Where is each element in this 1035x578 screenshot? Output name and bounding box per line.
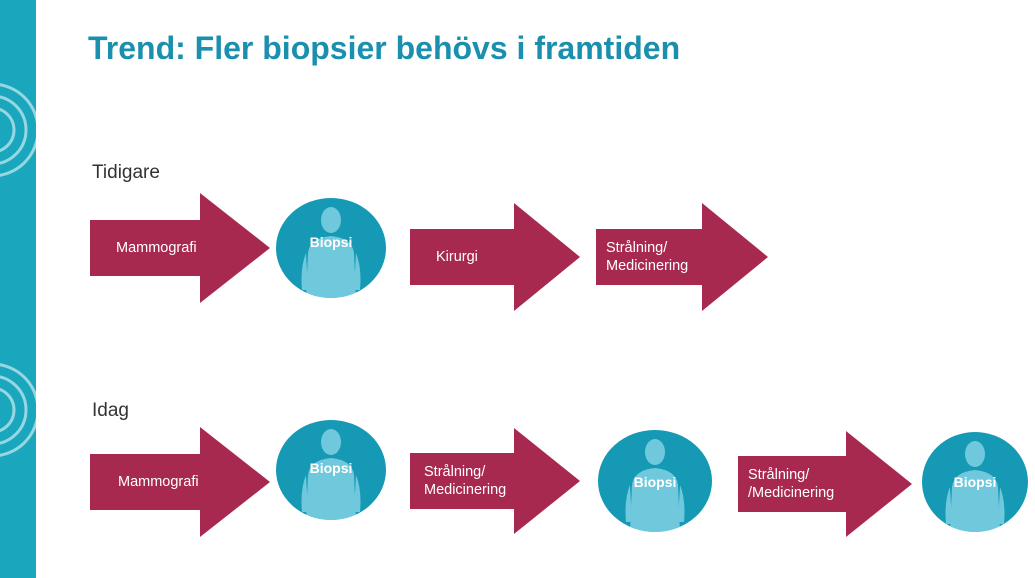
body-figure-icon [301, 429, 361, 520]
biopsi-circle: Biopsi [276, 198, 386, 298]
biopsi-label: Biopsi [309, 234, 353, 250]
biopsi-circle: Biopsi [598, 430, 712, 532]
biopsi-label: Biopsi [953, 474, 997, 490]
biopsi-label: Biopsi [309, 460, 353, 476]
biopsi-circle: Biopsi [922, 432, 1028, 532]
step-stralning-arrow: Strålning/ Medicinering [596, 203, 768, 311]
step-mammografi-arrow: Mammografi [90, 193, 270, 303]
body-figure-icon [945, 441, 1005, 532]
row-label-tidigare: Tidigare [92, 162, 160, 183]
step-label: Kirurgi [436, 249, 478, 265]
step-kirurgi-arrow: Kirurgi [410, 203, 580, 311]
step-label: Mammografi [118, 474, 199, 490]
step-label: Strålning/ /Medicinering [748, 467, 835, 501]
step-mammografi-arrow: Mammografi [90, 427, 270, 537]
row-label-idag: Idag [92, 400, 129, 421]
biopsi-circle: Biopsi [276, 420, 386, 520]
slide-title: Trend: Fler biopsier behövs i framtiden [88, 30, 681, 66]
biopsi-label: Biopsi [633, 474, 677, 490]
step-stralning-arrow: Strålning/ Medicinering [410, 428, 580, 534]
step-label: Strålning/ Medicinering [606, 240, 689, 274]
body-figure-icon [301, 207, 361, 298]
sidebar-decoration [0, 0, 36, 578]
body-figure-icon [625, 439, 685, 532]
step-label: Strålning/ Medicinering [424, 464, 507, 498]
step-stralning-arrow: Strålning/ /Medicinering [738, 431, 912, 537]
step-label: Mammografi [116, 240, 197, 256]
